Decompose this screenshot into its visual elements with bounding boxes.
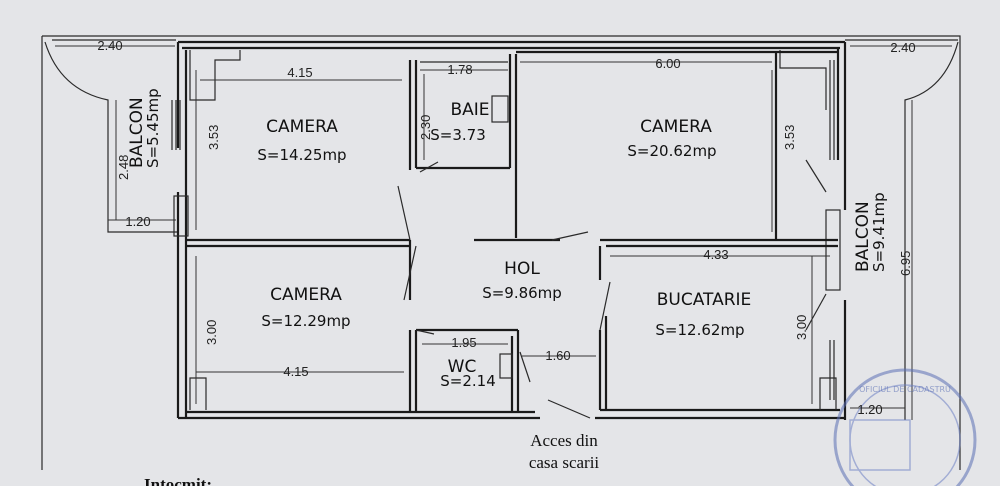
- interior-walls: [186, 50, 838, 412]
- dim-balcony-left-small: 1.20: [125, 214, 150, 229]
- dim-balcony-right-width: 2.40: [890, 40, 915, 55]
- room-area-camera-bottom-left: S=12.29mp: [261, 312, 350, 330]
- room-name-hol: HOL: [504, 259, 540, 279]
- dim-camera-top-left-height: 3.53: [206, 125, 221, 150]
- dim-balcony-right-small: 1.20: [857, 402, 882, 417]
- dim-bucatarie-width: 4.33: [703, 247, 728, 262]
- dim-balcony-left-width: 2.40: [97, 38, 122, 53]
- footer-intocmit: Intocmit:: [144, 475, 212, 486]
- dim-bucatarie-height: 3.00: [794, 315, 809, 340]
- dim-hol-passage: 1.60: [545, 348, 570, 363]
- dim-camera-bottom-left-width: 4.15: [283, 364, 308, 379]
- left-balcony: [44, 39, 178, 233]
- room-area-camera-top-left: S=14.25mp: [257, 146, 346, 164]
- room-area-wc: S=2.14: [440, 372, 496, 390]
- room-area-baie: S=3.73: [430, 126, 486, 144]
- balcony-left-name: BALCON: [127, 97, 147, 168]
- bath-fixtures: [420, 61, 513, 379]
- room-area-camera-top-right: S=20.62mp: [627, 142, 716, 160]
- room-name-wc: WC: [448, 357, 477, 377]
- dim-balcony-left-depth: 2.48: [116, 155, 131, 180]
- stamp-text: OFICIUL DE CADASTRU: [859, 385, 951, 394]
- room-name-bucatarie: BUCATARIE: [657, 290, 752, 310]
- room-name-camera-top-left: CAMERA: [266, 117, 338, 137]
- room-name-camera-bottom-left: CAMERA: [270, 285, 342, 305]
- sheet-frame: [41, 35, 961, 470]
- room-area-bucatarie: S=12.62mp: [655, 321, 744, 339]
- dim-baie-width: 1.78: [447, 62, 472, 77]
- cadastre-stamp: [833, 368, 977, 486]
- balcony-left-area: S=5.45mp: [144, 88, 162, 168]
- access-note-line1: Acces din: [530, 431, 598, 450]
- right-balcony: [845, 39, 959, 420]
- room-name-camera-top-right: CAMERA: [640, 117, 712, 137]
- access-note-line2: casa scarii: [529, 453, 600, 472]
- dim-camera-top-left-width: 4.15: [287, 65, 312, 80]
- balcony-right-name: BALCON: [853, 201, 873, 272]
- dim-camera-top-right-height: 3.53: [782, 125, 797, 150]
- dim-wc-width: 1.95: [451, 335, 476, 350]
- dim-camera-top-right-width: 6.00: [655, 56, 680, 71]
- room-area-hol: S=9.86mp: [482, 284, 562, 302]
- doors: [397, 159, 827, 419]
- dim-baie-height: 2.30: [418, 115, 433, 140]
- room-name-baie: BAIE: [450, 100, 489, 120]
- dim-balcony-right-depth: 6.95: [898, 251, 913, 276]
- room-dimension-lines: [195, 61, 830, 404]
- window-stubs: [171, 50, 841, 410]
- exterior-walls: [176, 40, 847, 420]
- dim-camera-bottom-left-height: 3.00: [204, 320, 219, 345]
- balcony-right-area: S=9.41mp: [870, 192, 888, 272]
